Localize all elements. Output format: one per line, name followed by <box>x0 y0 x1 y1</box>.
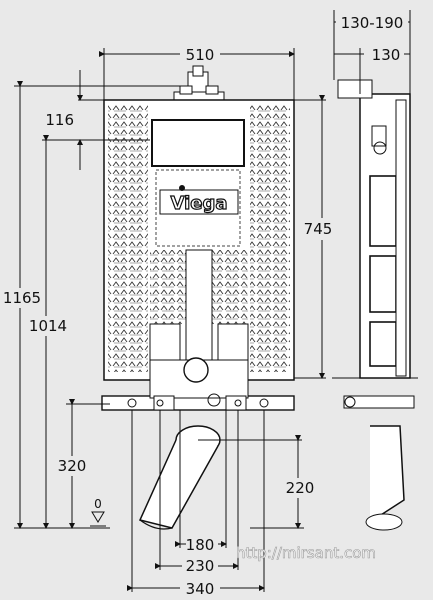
brand-logo: Viega <box>159 185 239 215</box>
dim-depth: 130 <box>372 46 401 64</box>
dim-drain-height: 320 <box>58 457 87 475</box>
cistern-opening <box>151 119 245 167</box>
dim-floor-level: 0 <box>94 497 102 511</box>
front-view: Viega <box>101 65 295 530</box>
side-view <box>332 79 418 531</box>
dim-outlet-spacing-mid: 230 <box>186 557 215 575</box>
mounting-bracket <box>101 357 295 411</box>
dim-inner-height: 1014 <box>29 317 67 335</box>
water-inlet-connector <box>173 65 225 105</box>
dim-frame-height: 745 <box>304 220 333 238</box>
frame-hatching-right <box>250 104 290 372</box>
dimension-labels: 510 130-190 130 116 745 1165 1014 320 22… <box>2 13 408 598</box>
dim-overall-width: 510 <box>186 46 215 64</box>
brand-logo-text: Viega <box>170 193 227 214</box>
dim-top-offset: 116 <box>45 111 74 129</box>
dim-outlet-spacing-inner: 180 <box>186 536 215 554</box>
dim-outlet-spacing-outer: 340 <box>186 580 215 598</box>
watermark: http://mirsant.com <box>236 544 376 562</box>
dim-depth-range: 130-190 <box>341 14 404 32</box>
dim-outlet-height: 220 <box>286 479 315 497</box>
waste-pipe-bend <box>138 425 234 530</box>
dim-total-height: 1165 <box>3 289 41 307</box>
frame-hatching-left <box>108 104 148 372</box>
